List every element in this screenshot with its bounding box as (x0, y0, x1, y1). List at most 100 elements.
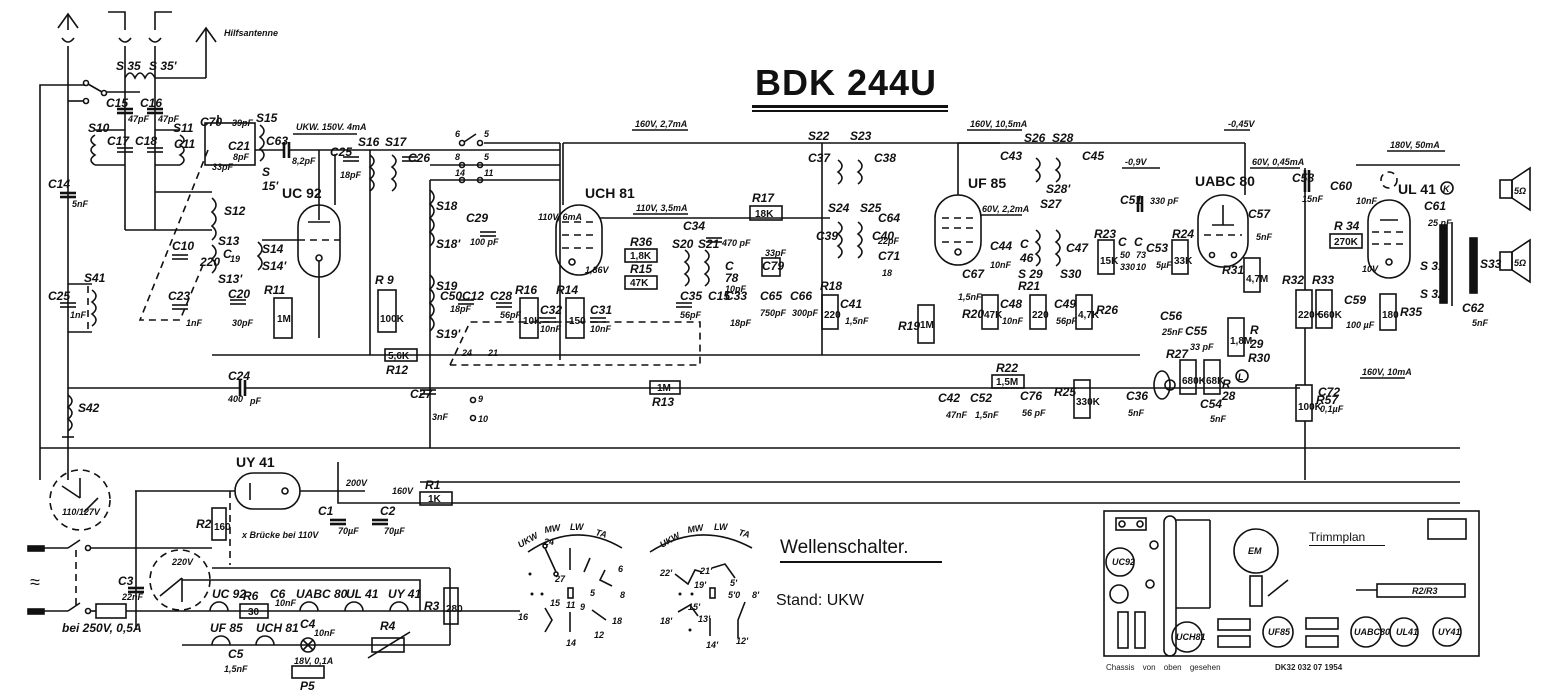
svg-text:15': 15' (262, 179, 279, 193)
svg-text:R 9: R 9 (375, 273, 394, 287)
svg-text:C54: C54 (1200, 397, 1222, 411)
svg-text:S19: S19 (436, 279, 458, 293)
svg-text:22': 22' (659, 568, 673, 578)
svg-text:S 29: S 29 (1018, 267, 1043, 281)
heater-label-uch81: UCH 81 (256, 621, 299, 635)
svg-text:C15: C15 (708, 289, 730, 303)
svg-text:50: 50 (1120, 250, 1130, 260)
svg-text:R16: R16 (515, 283, 537, 297)
svg-text:21': 21' (699, 566, 713, 576)
svg-text:S16: S16 (358, 135, 380, 149)
svg-text:9: 9 (478, 394, 483, 404)
tube-label-uf85: UF 85 (968, 175, 1006, 191)
svg-text:280: 280 (446, 604, 463, 615)
svg-text:R30: R30 (1248, 351, 1270, 365)
svg-text:C15: C15 (106, 96, 128, 110)
svg-text:73: 73 (1136, 250, 1146, 260)
svg-text:14': 14' (706, 640, 719, 650)
svg-text:R15: R15 (630, 262, 652, 276)
svg-text:C63: C63 (266, 134, 288, 148)
svg-text:70µF: 70µF (338, 526, 359, 536)
svg-text:C: C (1020, 237, 1029, 251)
svg-text:300pF: 300pF (792, 308, 819, 318)
coil-s42 (66, 394, 73, 432)
svg-text:8pF: 8pF (233, 152, 250, 162)
voltage-annot-10: 180V, 50mA (1390, 140, 1440, 150)
trimplan-caption: Chassis von oben gesehen (1106, 663, 1221, 672)
svg-text:220: 220 (199, 255, 220, 269)
svg-text:C14: C14 (48, 177, 70, 191)
tube-ul41 (1367, 199, 1411, 279)
svg-text:C53: C53 (1146, 241, 1168, 255)
svg-text:1,5nF: 1,5nF (958, 292, 982, 302)
svg-text:S21: S21 (698, 237, 720, 251)
svg-text:C3: C3 (118, 574, 134, 588)
svg-text:S23: S23 (850, 129, 872, 143)
svg-text:S18': S18' (436, 237, 461, 251)
svg-text:R6: R6 (243, 589, 259, 603)
heater-label-uf85: UF 85 (210, 621, 243, 635)
svg-text:C25: C25 (330, 145, 352, 159)
document-code: DK32 032 07 1954 (1275, 663, 1343, 672)
svg-text:47K: 47K (630, 278, 649, 289)
voltage-annot-6: 60V, 2,2mA (982, 204, 1029, 214)
svg-text:25 nF: 25 nF (1427, 218, 1452, 228)
voltage-annot-3: 110V, 6mA (538, 212, 582, 222)
svg-text:1,8K: 1,8K (630, 251, 652, 262)
svg-text:14: 14 (455, 168, 465, 178)
svg-text:C32: C32 (540, 303, 562, 317)
svg-text:11: 11 (566, 600, 575, 610)
voltage-annot-14: 160V (392, 486, 414, 496)
svg-text:47pF: 47pF (157, 114, 180, 124)
svg-text:C50: C50 (440, 289, 462, 303)
svg-text:S14: S14 (262, 242, 284, 256)
svg-text:S24: S24 (828, 201, 850, 215)
svg-text:56pF: 56pF (500, 310, 522, 320)
svg-text:1K: 1K (428, 494, 442, 505)
svg-text:6: 6 (455, 129, 461, 139)
svg-text:R: R (1250, 323, 1259, 337)
svg-text:S17: S17 (385, 135, 408, 149)
svg-text:C41: C41 (840, 297, 862, 311)
svg-text:13': 13' (698, 614, 711, 624)
svg-text:L: L (1238, 372, 1244, 382)
svg-text:R20: R20 (962, 307, 984, 321)
svg-text:C38: C38 (874, 151, 896, 165)
svg-text:R3: R3 (424, 599, 440, 613)
svg-text:5': 5' (730, 578, 738, 588)
svg-text:15': 15' (688, 602, 701, 612)
fuse-label: bei 250V, 0,5A (62, 621, 142, 635)
svg-text:33pF: 33pF (765, 248, 787, 258)
tp-uabc80 (1350, 616, 1382, 648)
svg-text:S13: S13 (218, 234, 240, 248)
svg-text:C61: C61 (1424, 199, 1446, 213)
svg-text:1,5nF: 1,5nF (224, 664, 248, 674)
svg-text:C56: C56 (1160, 309, 1182, 323)
svg-text:1,5nF: 1,5nF (845, 316, 869, 326)
svg-text:400: 400 (227, 394, 243, 404)
svg-text:15K: 15K (1100, 256, 1119, 267)
svg-text:12: 12 (594, 630, 604, 640)
svg-text:C57: C57 (1248, 207, 1271, 221)
svg-text:C20: C20 (228, 287, 250, 301)
svg-text:16: 16 (518, 612, 529, 622)
svg-text:78: 78 (725, 271, 739, 285)
svg-text:S28': S28' (1046, 182, 1071, 196)
svg-text:C70: C70 (200, 115, 222, 129)
fuse (95, 603, 127, 619)
svg-text:S12: S12 (224, 204, 246, 218)
svg-text:S42: S42 (78, 401, 100, 415)
svg-text:UABC80: UABC80 (1354, 627, 1390, 637)
svg-text:C49: C49 (1054, 297, 1076, 311)
svg-text:100 µF: 100 µF (1346, 320, 1375, 330)
page-title: BDK 244U (755, 62, 938, 103)
svg-text:C2: C2 (380, 504, 396, 518)
title-underline (752, 105, 948, 108)
svg-text:C10: C10 (172, 239, 194, 253)
tp-uch81 (1171, 621, 1203, 653)
